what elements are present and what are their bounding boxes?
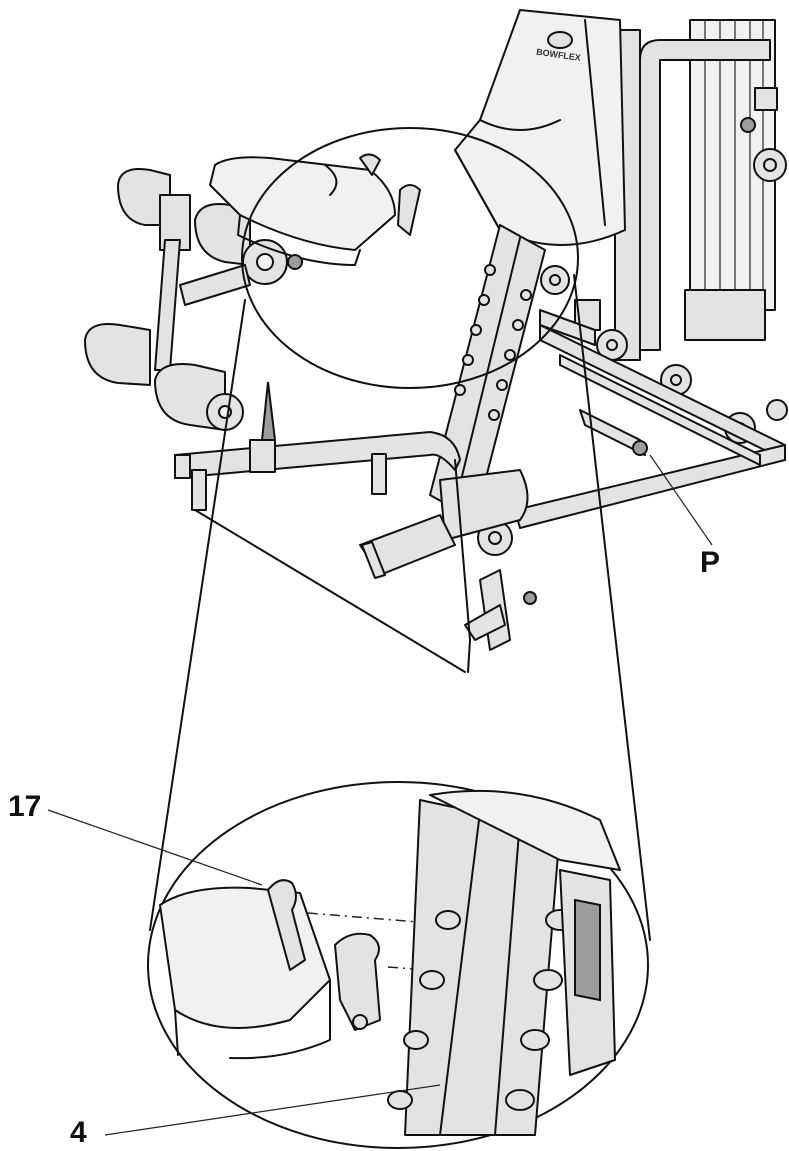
leader-line-4	[104, 1084, 441, 1136]
alignment-line-upper	[307, 912, 456, 926]
seat-bracket-hook-upper	[267, 879, 306, 971]
horizontal-bar-assembly	[174, 381, 471, 673]
callout-label-p: P	[700, 546, 720, 579]
backrest-pad: BOWFLEX	[454, 9, 626, 246]
detail-zoom-circle	[147, 781, 649, 1149]
weight-stack-tower	[614, 19, 787, 361]
leader-line-p	[649, 454, 713, 546]
seat-pad	[209, 153, 421, 270]
zoomed-detail	[159, 789, 621, 1136]
seat-bracket-hook-lower	[334, 932, 381, 1031]
detail-magnifier	[147, 127, 651, 1149]
callout-label-17: 17	[8, 790, 41, 823]
leader-line-17	[47, 809, 263, 886]
detail-source-circle	[241, 127, 579, 389]
callout-label-4: 4	[70, 1116, 87, 1149]
callout-leaders	[47, 454, 713, 1136]
base-frame	[359, 309, 786, 651]
leg-developer	[84, 168, 288, 431]
